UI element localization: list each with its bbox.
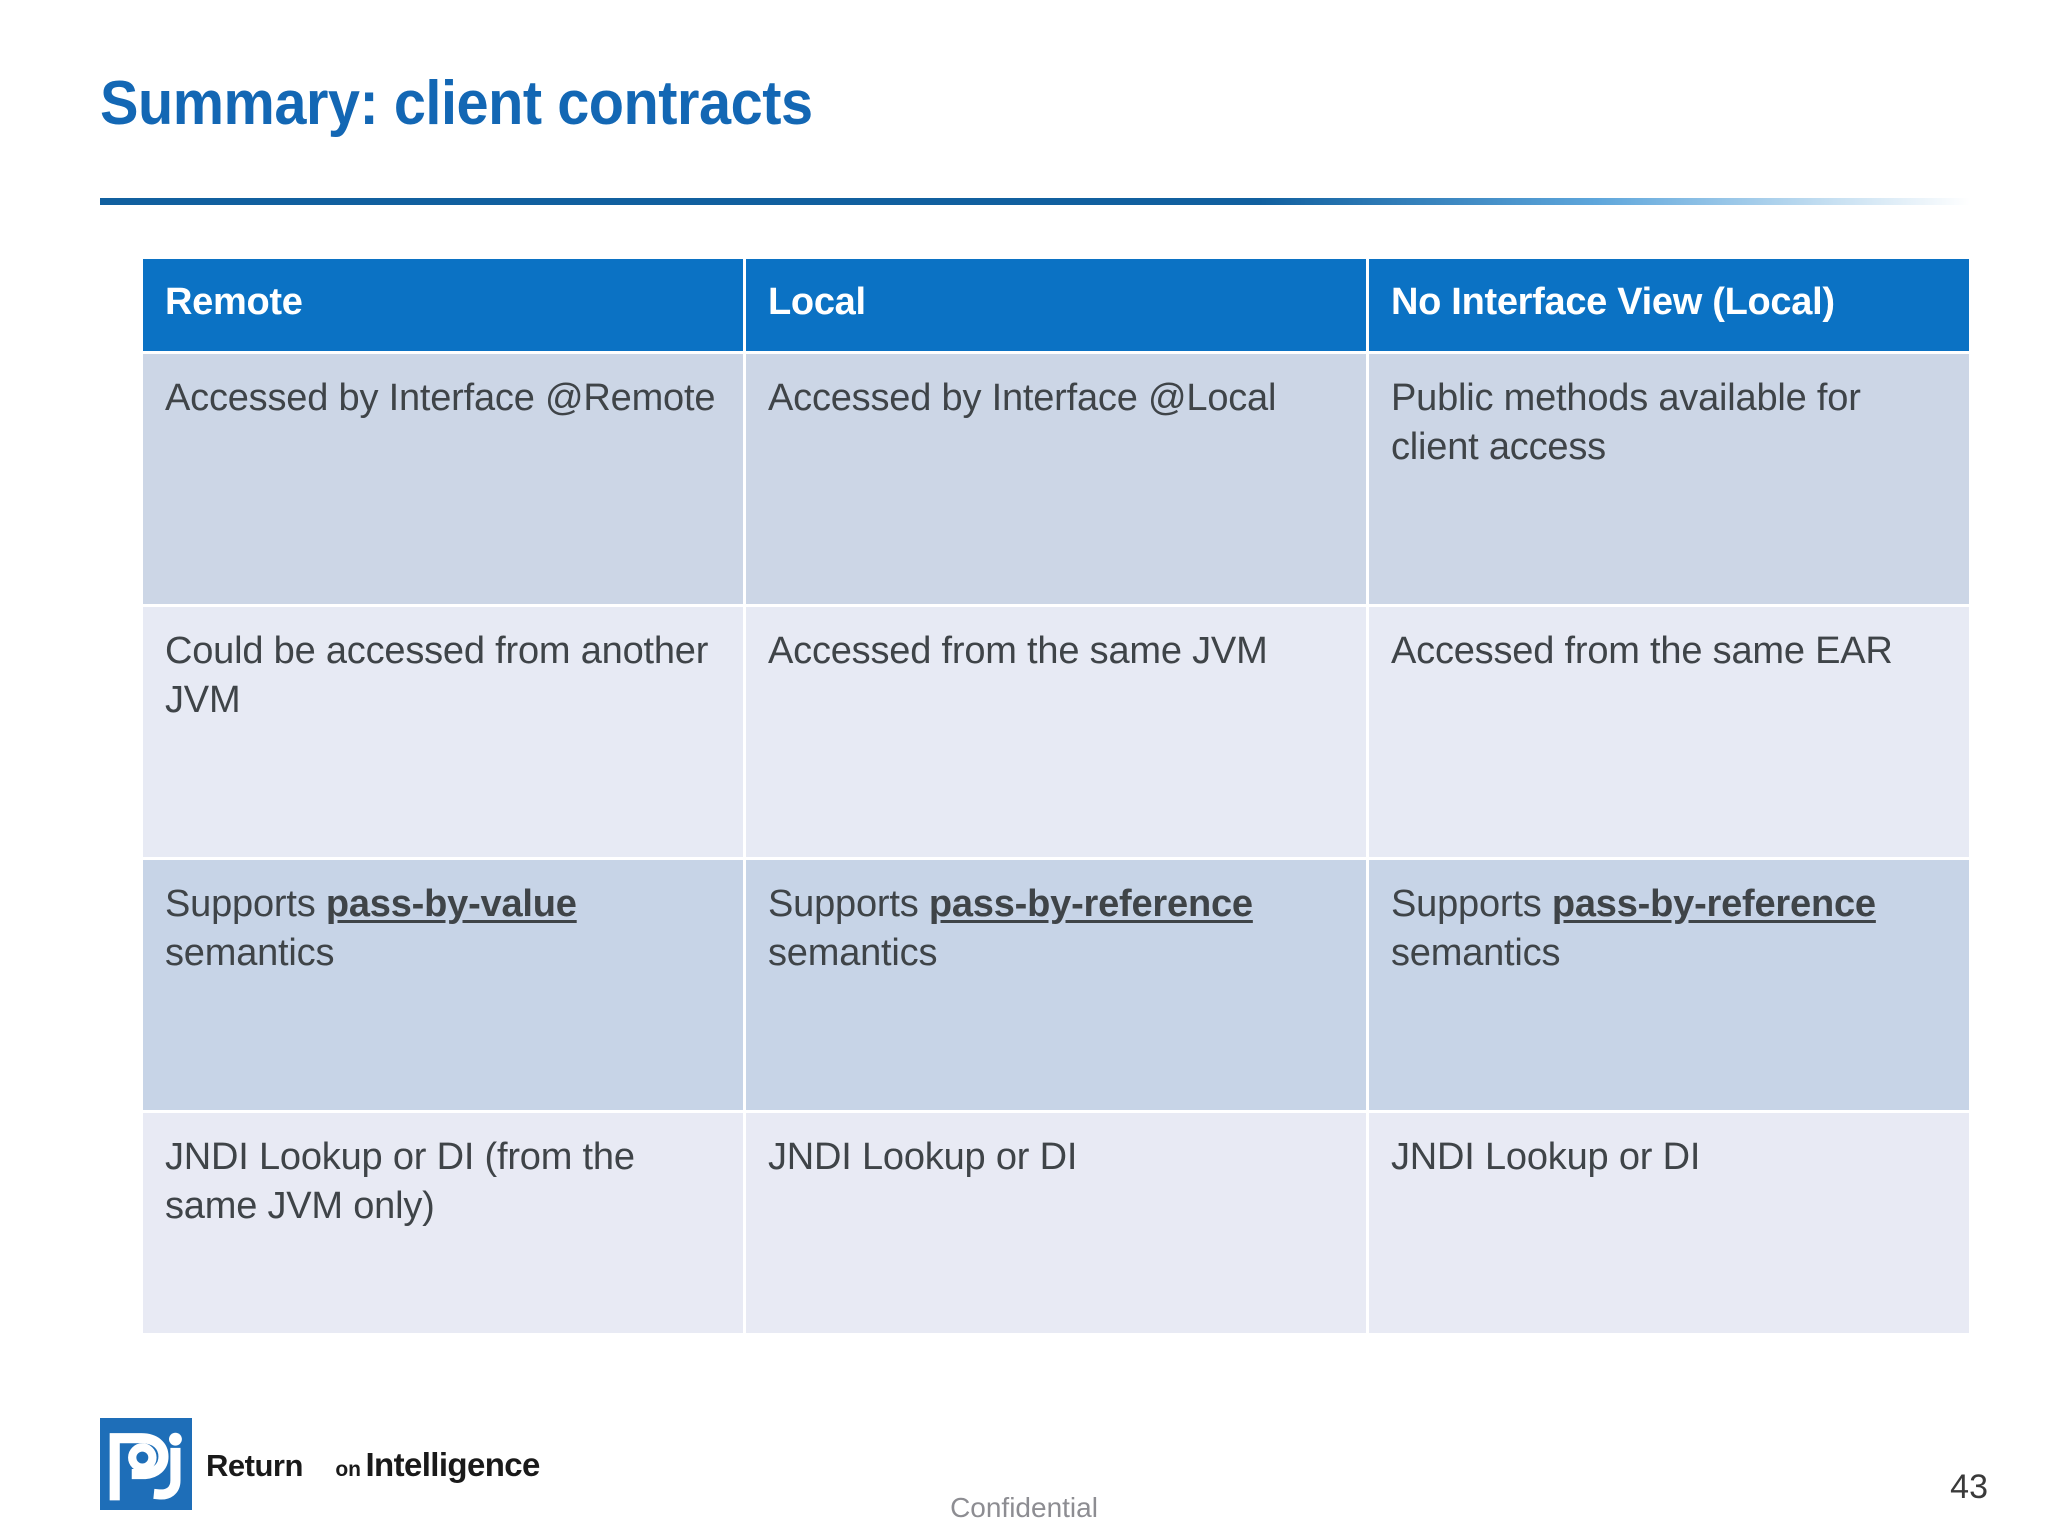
brand-logo: Return on Intelligence	[100, 1418, 540, 1510]
logo-wordmark: Return on Intelligence	[206, 1448, 540, 1481]
table-cell: Public methods available for client acce…	[1369, 354, 1969, 604]
logo-line-intelligence: Intelligence	[365, 1445, 540, 1483]
table-cell: Accessed by Interface @Local	[746, 354, 1366, 604]
title-divider-rule	[100, 198, 1970, 205]
logo-line-on: on	[335, 1457, 361, 1481]
table-header-row: Remote Local No Interface View (Local)	[143, 259, 1969, 351]
column-header-no-interface-view: No Interface View (Local)	[1369, 259, 1969, 351]
ri-monogram-icon	[100, 1418, 192, 1510]
comparison-table-container: Remote Local No Interface View (Local) A…	[140, 256, 1969, 1336]
confidential-label: Confidential	[950, 1492, 1098, 1523]
emphasised-term: pass-by-reference	[928, 883, 1253, 925]
page-number: 43	[1950, 1468, 1988, 1506]
table-row: Supports pass-by-value semantics Support…	[143, 860, 1969, 1110]
table-body: Accessed by Interface @Remote Accessed b…	[143, 354, 1969, 1333]
logo-line-return: Return	[206, 1447, 303, 1483]
emphasised-term: pass-by-reference	[1551, 883, 1876, 925]
table-cell: Accessed by Interface @Remote	[143, 354, 743, 604]
emphasised-term: pass-by-value	[325, 883, 577, 925]
table-cell: JNDI Lookup or DI (from the same JVM onl…	[143, 1113, 743, 1333]
table-cell: JNDI Lookup or DI	[746, 1113, 1366, 1333]
client-contracts-table: Remote Local No Interface View (Local) A…	[140, 256, 1972, 1336]
table-row: JNDI Lookup or DI (from the same JVM onl…	[143, 1113, 1969, 1333]
table-cell: Supports pass-by-reference semantics	[746, 860, 1366, 1110]
column-header-local: Local	[746, 259, 1366, 351]
table-cell: Supports pass-by-reference semantics	[1369, 860, 1969, 1110]
table-cell: Could be accessed from another JVM	[143, 607, 743, 857]
table-cell: Supports pass-by-value semantics	[143, 860, 743, 1110]
column-header-remote: Remote	[143, 259, 743, 351]
table-row: Could be accessed from another JVM Acces…	[143, 607, 1969, 857]
table-cell: JNDI Lookup or DI	[1369, 1113, 1969, 1333]
page-title: Summary: client contracts	[100, 69, 813, 138]
table-cell: Accessed from the same EAR	[1369, 607, 1969, 857]
table-row: Accessed by Interface @Remote Accessed b…	[143, 354, 1969, 604]
table-cell: Accessed from the same JVM	[746, 607, 1366, 857]
